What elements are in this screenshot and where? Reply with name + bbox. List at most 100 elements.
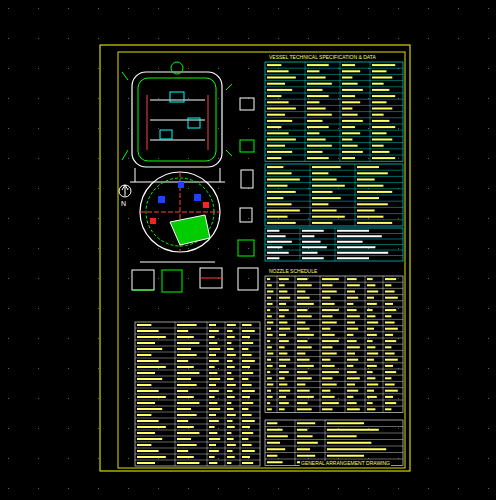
table-text <box>367 346 375 348</box>
table-text <box>327 442 371 444</box>
table-text <box>307 70 319 72</box>
grid-dot <box>128 158 129 159</box>
table-rule <box>135 376 260 377</box>
table-rule <box>265 182 403 183</box>
table-text <box>372 139 392 141</box>
grid-dot <box>368 218 369 219</box>
schedule-tables <box>135 62 403 466</box>
table-text <box>307 101 319 103</box>
table-text <box>267 284 272 286</box>
table-text <box>307 108 326 110</box>
table-rule <box>265 74 403 75</box>
table-text <box>342 89 363 91</box>
grid-dot <box>128 398 129 399</box>
table-text <box>367 365 377 367</box>
grid-dot <box>308 398 309 399</box>
table-rule <box>135 436 260 437</box>
table-text <box>209 360 219 362</box>
grid-dot <box>38 128 39 129</box>
table-rule <box>370 62 371 161</box>
table-text <box>137 366 166 368</box>
grid-dot <box>68 98 69 99</box>
table-text <box>327 448 386 450</box>
table-text <box>267 120 292 122</box>
table-text <box>267 157 281 159</box>
table-rule <box>265 213 403 214</box>
table-text <box>267 235 286 237</box>
table-text <box>267 390 271 392</box>
table-rule <box>265 288 403 289</box>
table-rule <box>265 195 403 196</box>
table-text <box>242 348 248 350</box>
grid-dot <box>38 458 39 459</box>
table-frame <box>265 228 403 261</box>
table-text <box>279 346 285 348</box>
table-text <box>177 396 194 398</box>
table-text <box>297 396 314 398</box>
table-text <box>137 438 162 440</box>
grid-dot <box>368 158 369 159</box>
grid-dot <box>458 8 459 9</box>
table-rule <box>265 344 403 345</box>
table-text <box>385 309 396 311</box>
grid-dot <box>188 488 189 489</box>
table-text <box>357 216 383 218</box>
table-text <box>297 422 315 424</box>
grid-dot <box>38 368 39 369</box>
table-text <box>372 157 395 159</box>
table-text <box>242 390 255 392</box>
grid-dot <box>188 338 189 339</box>
table-rule <box>265 250 403 251</box>
grid-dot <box>8 38 9 39</box>
table-text <box>177 378 191 380</box>
table-text <box>227 354 236 356</box>
table-text <box>267 402 270 404</box>
grid-dot <box>338 218 339 219</box>
grid-dot <box>128 188 129 189</box>
grid-dot <box>428 8 429 9</box>
table-text <box>137 444 151 446</box>
grid-dot <box>128 68 129 69</box>
table-text <box>302 246 327 248</box>
table-text <box>347 297 358 299</box>
table-text <box>227 432 231 434</box>
grid-dot <box>8 8 9 9</box>
table-text <box>322 278 339 280</box>
grid-dot <box>368 128 369 129</box>
table-text <box>307 114 332 116</box>
table-text <box>342 139 352 141</box>
grid-dot <box>428 158 429 159</box>
table-text <box>347 309 357 311</box>
grid-dot <box>38 68 39 69</box>
table-text <box>227 384 236 386</box>
table-text <box>312 210 337 212</box>
table-rule <box>300 228 301 261</box>
table-text <box>372 120 389 122</box>
table-rule <box>135 442 260 443</box>
table-text <box>267 77 296 79</box>
table-text <box>342 95 355 97</box>
table-rule <box>295 420 296 466</box>
table-text <box>209 378 220 380</box>
table-text <box>307 64 329 66</box>
table-text <box>372 77 392 79</box>
grid-dot <box>488 458 489 459</box>
table-rule <box>240 322 241 466</box>
table-text <box>267 230 279 232</box>
table-text <box>279 390 290 392</box>
grid-dot <box>458 188 459 189</box>
table-text <box>367 297 374 299</box>
table-text <box>322 365 335 367</box>
grid-dot <box>188 368 189 369</box>
grid-dot <box>278 218 279 219</box>
table-text <box>209 330 219 332</box>
table-text <box>347 396 353 398</box>
table-text <box>227 348 234 350</box>
grid-dot <box>8 338 9 339</box>
grid-dot <box>158 128 159 129</box>
table-rule <box>135 328 260 329</box>
grid-dot <box>308 308 309 309</box>
table-text <box>322 340 339 342</box>
table-rule <box>265 117 403 118</box>
grid-dot <box>38 338 39 339</box>
